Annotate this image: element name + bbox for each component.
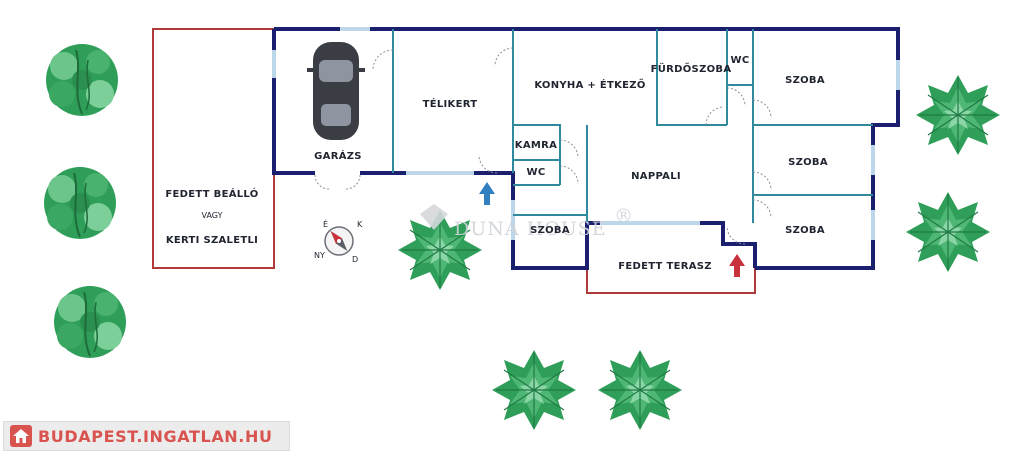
car-icon — [307, 42, 365, 140]
compass-label-d: D — [352, 255, 358, 264]
house-logo-icon — [10, 425, 32, 447]
carport-label: FEDETT BEÁLLÓ — [165, 187, 258, 200]
winter-garden-label: TÉLIKERT — [423, 97, 478, 110]
tree-icon — [43, 166, 117, 240]
compass-label-k: K — [357, 220, 363, 229]
compass-label-ny: NY — [314, 251, 325, 260]
terrace-outline — [586, 265, 756, 294]
brand-text: BUDAPEST.INGATLAN.HU — [38, 426, 273, 446]
carport-or-label: VAGY — [202, 211, 223, 220]
brand-banner: BUDAPEST.INGATLAN.HU — [3, 421, 290, 451]
shrub-icon — [915, 74, 1001, 156]
tree-icon — [53, 285, 127, 359]
bedroom-bottom-right-label: SZOBA — [785, 225, 825, 236]
garage-label: GARÁZS — [314, 149, 362, 162]
compass-label-e2: É — [323, 218, 328, 229]
bedroom-mid-right-label: SZOBA — [788, 157, 828, 168]
living-room-label: NAPPALI — [631, 171, 681, 182]
watermark: DUNA HOUSE ® — [420, 204, 634, 240]
bedroom-top-right-label: SZOBA — [785, 75, 825, 86]
wc-top-label: WC — [731, 55, 750, 66]
kitchen-dining-label: KONYHA + ÉTKEZŐ — [534, 77, 645, 91]
pantry-label: KAMRA — [515, 140, 557, 151]
shrub-icon — [905, 191, 991, 273]
windows — [272, 27, 900, 240]
compass-icon — [324, 226, 354, 256]
wc-mid-label: WC — [527, 167, 546, 178]
tree-icon — [45, 43, 119, 117]
bathroom-label: FÜRDŐSZOBA — [651, 61, 732, 75]
covered-terrace-label: FEDETT TERASZ — [618, 261, 712, 272]
watermark-mark: ® — [614, 205, 634, 227]
entrance-arrow-red-icon — [729, 254, 745, 277]
doors — [314, 47, 772, 245]
carport-outline — [152, 28, 275, 269]
watermark-text: DUNA HOUSE — [454, 218, 607, 240]
shrub-icon — [597, 349, 683, 431]
inner-walls — [392, 29, 873, 223]
shrub-icon — [491, 349, 577, 431]
entrance-arrow-blue-icon — [479, 182, 495, 205]
garden-pavilion-label: KERTI SZALETLI — [166, 235, 258, 246]
bedroom-bottom-left-label: SZOBA — [530, 225, 570, 236]
